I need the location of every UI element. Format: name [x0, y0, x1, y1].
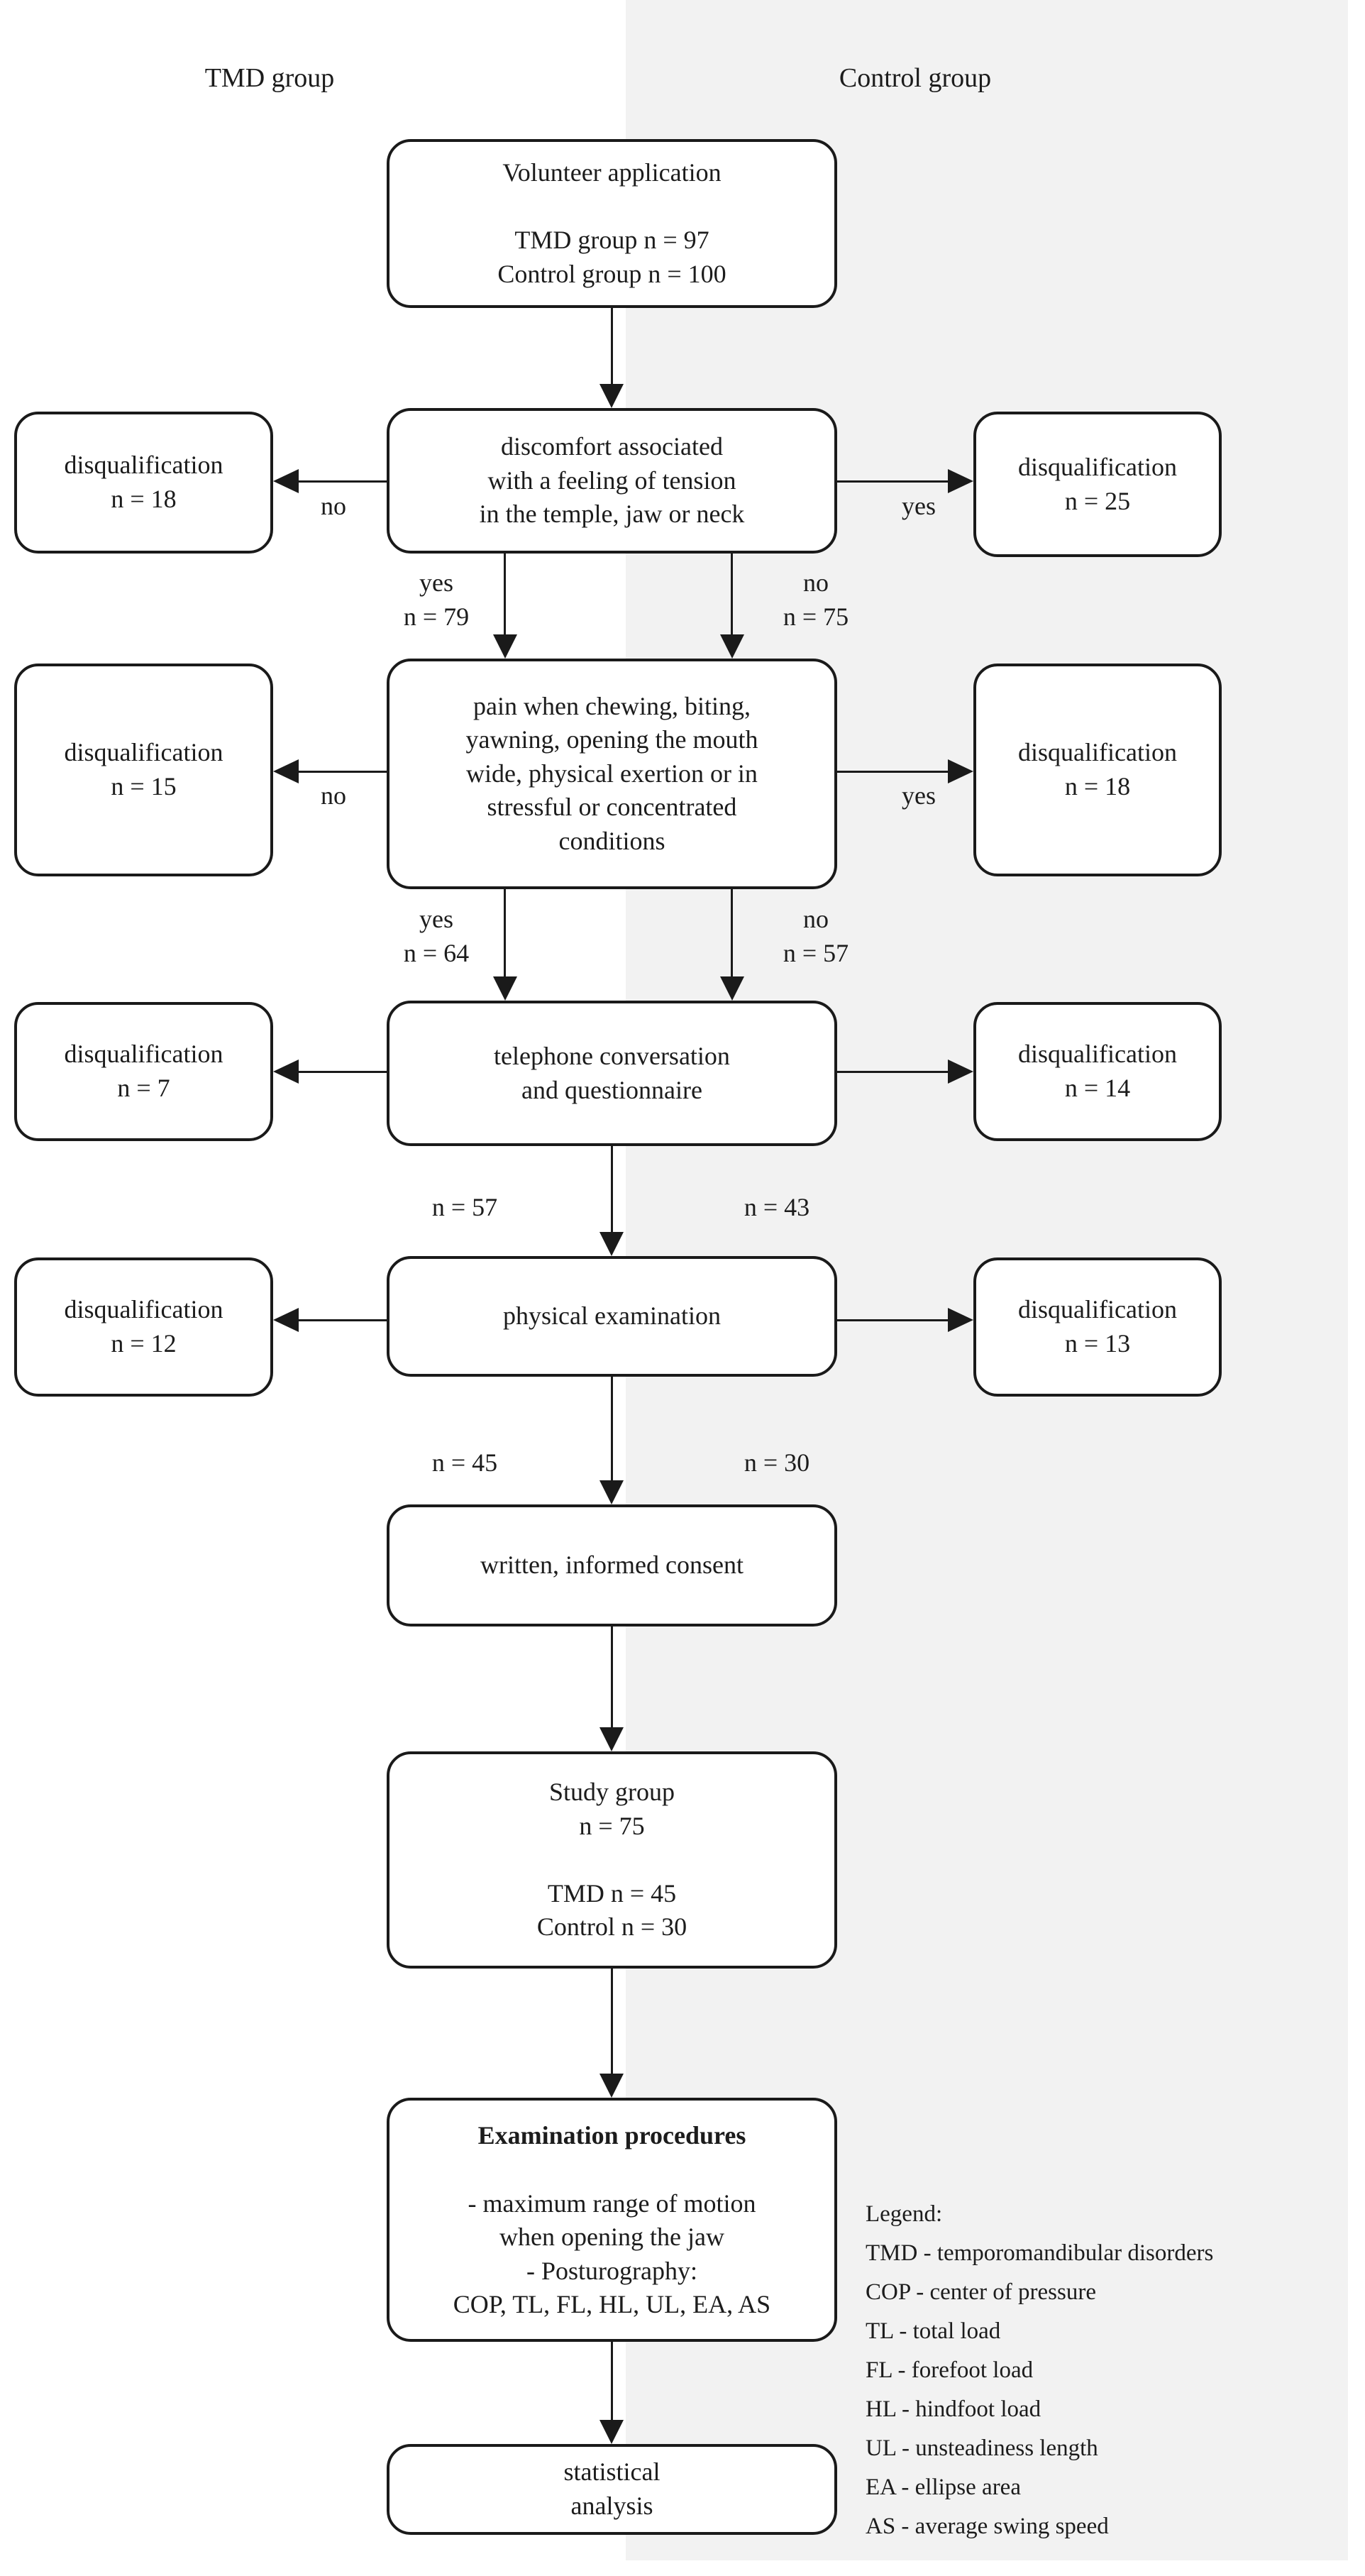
label-row1-down-yes-n79: yes n = 79	[403, 568, 470, 631]
arrow-physical-disq-right	[837, 1319, 948, 1321]
legend-title: Legend:	[866, 2201, 943, 2227]
box-written-consent: written, informed consent	[387, 1504, 837, 1626]
arrow-pain-telephone-no	[731, 889, 733, 977]
legend-item-tmd: TMD - temporomandibular disorders	[866, 2240, 1214, 2266]
disqualification-left-2: disqualification n = 15	[14, 664, 273, 876]
label-row3-n43: n = 43	[744, 1193, 810, 1221]
legend-item-ea: EA - ellipse area	[866, 2475, 1021, 2500]
arrowhead-discomfort-pain-yes	[493, 634, 517, 659]
disqualification-right-1: disqualification n = 25	[973, 412, 1222, 557]
arrow-telephone-physical	[611, 1146, 613, 1233]
arrowhead-pain-disq-right	[948, 759, 973, 783]
arrow-physical-disq-left	[297, 1319, 387, 1321]
arrowhead-discomfort-disq-left	[273, 469, 299, 493]
arrow-pain-telephone-yes	[504, 889, 506, 977]
label-row2-down-no-n57: no n = 57	[783, 905, 849, 967]
legend-item-as: AS - average swing speed	[866, 2514, 1109, 2539]
arrow-study-examination	[611, 1969, 613, 2074]
arrow-discomfort-pain-yes	[504, 554, 506, 635]
label-row1-no: no	[321, 492, 346, 520]
disqualification-left-1: disqualification n = 18	[14, 412, 273, 554]
arrowhead-study-examination	[599, 2074, 624, 2098]
box-pain-question: pain when chewing, biting, yawning, open…	[387, 659, 837, 889]
box-examination-procedures: Examination procedures - maximum range o…	[387, 2098, 837, 2342]
label-row4-n45: n = 45	[431, 1448, 498, 1477]
arrowhead-telephone-physical	[599, 1232, 624, 1256]
arrow-examination-statistical	[611, 2342, 613, 2421]
arrowhead-telephone-disq-left	[273, 1059, 299, 1084]
arrow-volunteer-discomfort	[611, 308, 613, 385]
arrowhead-physical-consent	[599, 1480, 624, 1504]
arrowhead-pain-disq-left	[273, 759, 299, 783]
disqualification-right-4: disqualification n = 13	[973, 1257, 1222, 1397]
legend-item-fl: FL - forefoot load	[866, 2357, 1034, 2383]
arrow-discomfort-disq-right	[837, 480, 948, 483]
box-telephone-questionnaire: telephone conversation and questionnaire	[387, 1001, 837, 1146]
arrow-discomfort-disq-left	[297, 480, 387, 483]
arrow-telephone-disq-left	[297, 1071, 387, 1073]
examination-procedures-title: Examination procedures	[477, 2121, 746, 2150]
arrowhead-examination-statistical	[599, 2420, 624, 2444]
examination-procedures-body: - maximum range of motion when opening t…	[453, 2189, 771, 2319]
arrow-telephone-disq-right	[837, 1071, 948, 1073]
arrowhead-discomfort-disq-right	[948, 469, 973, 493]
label-row4-n30: n = 30	[744, 1448, 810, 1477]
label-row2-no: no	[321, 781, 346, 810]
column-title-control: Control group	[839, 63, 992, 93]
box-physical-examination: physical examination	[387, 1256, 837, 1377]
disqualification-right-3: disqualification n = 14	[973, 1002, 1222, 1141]
legend-item-tl: TL - total load	[866, 2318, 1001, 2344]
legend: Legend: TMD - temporomandibular disorder…	[866, 2195, 1213, 2546]
arrowhead-pain-telephone-no	[720, 976, 744, 1001]
disqualification-left-3: disqualification n = 7	[14, 1002, 273, 1141]
label-row2-yes: yes	[902, 781, 936, 810]
legend-item-ul: UL - unsteadiness length	[866, 2435, 1098, 2461]
box-discomfort-question: discomfort associated with a feeling of …	[387, 408, 837, 554]
box-statistical-analysis: statistical analysis	[387, 2444, 837, 2535]
box-volunteer-application: Volunteer application TMD group n = 97 C…	[387, 139, 837, 308]
arrow-pain-disq-left	[297, 771, 387, 773]
arrowhead-physical-disq-right	[948, 1308, 973, 1332]
disqualification-left-4: disqualification n = 12	[14, 1257, 273, 1397]
label-row1-down-no-n75: no n = 75	[783, 568, 849, 631]
box-study-group: Study group n = 75 TMD n = 45 Control n …	[387, 1751, 837, 1969]
arrowhead-discomfort-pain-no	[720, 634, 744, 659]
arrow-physical-consent	[611, 1377, 613, 1481]
arrow-discomfort-pain-no	[731, 554, 733, 635]
arrowhead-volunteer-discomfort	[599, 384, 624, 408]
legend-item-cop: COP - center of pressure	[866, 2279, 1097, 2305]
arrowhead-pain-telephone-yes	[493, 976, 517, 1001]
arrow-pain-disq-right	[837, 771, 948, 773]
arrowhead-telephone-disq-right	[948, 1059, 973, 1084]
legend-item-hl: HL - hindfoot load	[866, 2396, 1041, 2422]
disqualification-right-2: disqualification n = 18	[973, 664, 1222, 876]
column-title-tmd: TMD group	[204, 63, 335, 93]
arrowhead-physical-disq-left	[273, 1308, 299, 1332]
arrowhead-consent-study	[599, 1727, 624, 1751]
label-row1-yes: yes	[902, 492, 936, 520]
label-row3-n57: n = 57	[431, 1193, 498, 1221]
label-row2-down-yes-n64: yes n = 64	[403, 905, 470, 967]
arrow-consent-study	[611, 1626, 613, 1728]
